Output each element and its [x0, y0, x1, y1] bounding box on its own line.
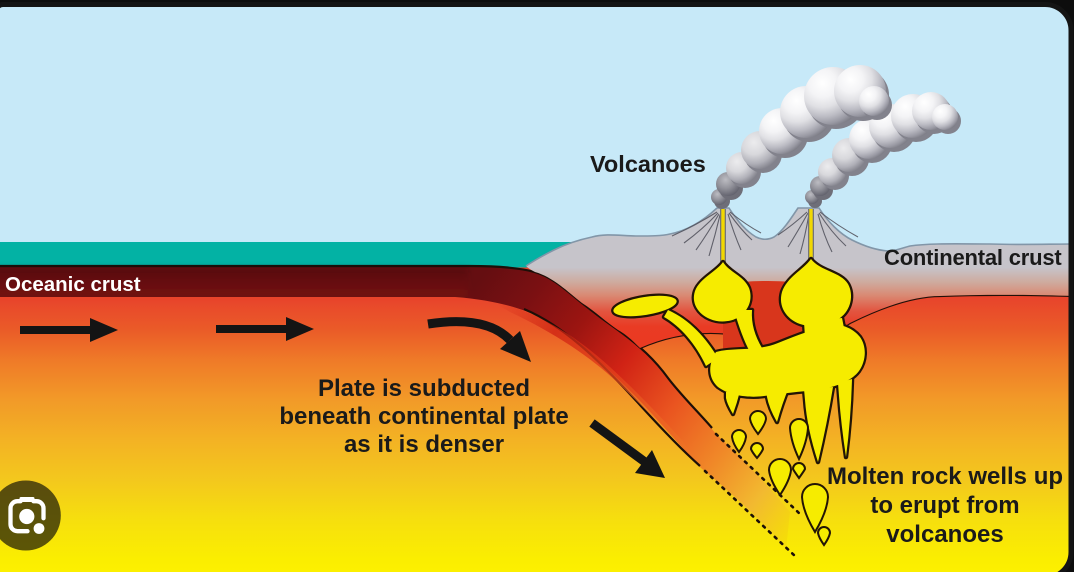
svg-text:Continental crust: Continental crust — [884, 245, 1062, 270]
svg-text:to erupt from: to erupt from — [870, 492, 1019, 519]
svg-text:Molten rock wells up: Molten rock wells up — [827, 463, 1063, 490]
svg-text:as it is denser: as it is denser — [344, 431, 504, 458]
svg-text:Volcanoes: Volcanoes — [590, 151, 706, 177]
svg-text:Plate is subducted: Plate is subducted — [318, 375, 530, 402]
svg-text:beneath continental plate: beneath continental plate — [279, 403, 568, 430]
svg-text:volcanoes: volcanoes — [886, 521, 1003, 548]
svg-text:Oceanic crust: Oceanic crust — [5, 273, 141, 296]
